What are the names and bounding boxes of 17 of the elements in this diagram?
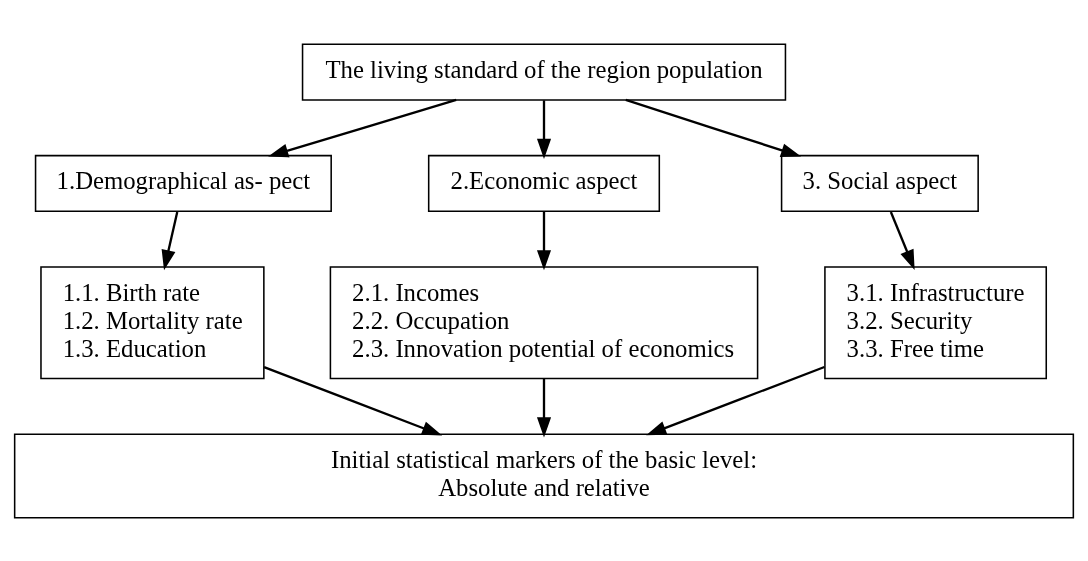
arrow [536, 378, 552, 438]
node-box: 1.1. Birth rate 1.2. Mortality rate 1.3. Education [40, 265, 265, 379]
arrow [268, 98, 457, 157]
node-box: 2.1. Incomes 2.2. Occupation 2.3. Innovation potential of economics [329, 265, 759, 379]
node-box: 3.1. Infrastructure 3.2. Security 3.3. Free time [824, 265, 1048, 379]
arrow [889, 211, 915, 270]
arrow [263, 365, 443, 435]
arrow [646, 365, 825, 435]
node-box: 1.Demographical as- pect [34, 154, 332, 212]
arrow [161, 211, 179, 270]
node-box: 3. Social aspect [780, 154, 979, 212]
arrow [536, 211, 552, 270]
node-box: The living standard of the region population [301, 42, 787, 101]
arrow [625, 98, 802, 157]
arrow [536, 99, 552, 159]
node-box: Initial statistical markers of the basic level: Absolute and relative [13, 432, 1075, 519]
node-box: 2.Economic aspect [427, 154, 661, 212]
